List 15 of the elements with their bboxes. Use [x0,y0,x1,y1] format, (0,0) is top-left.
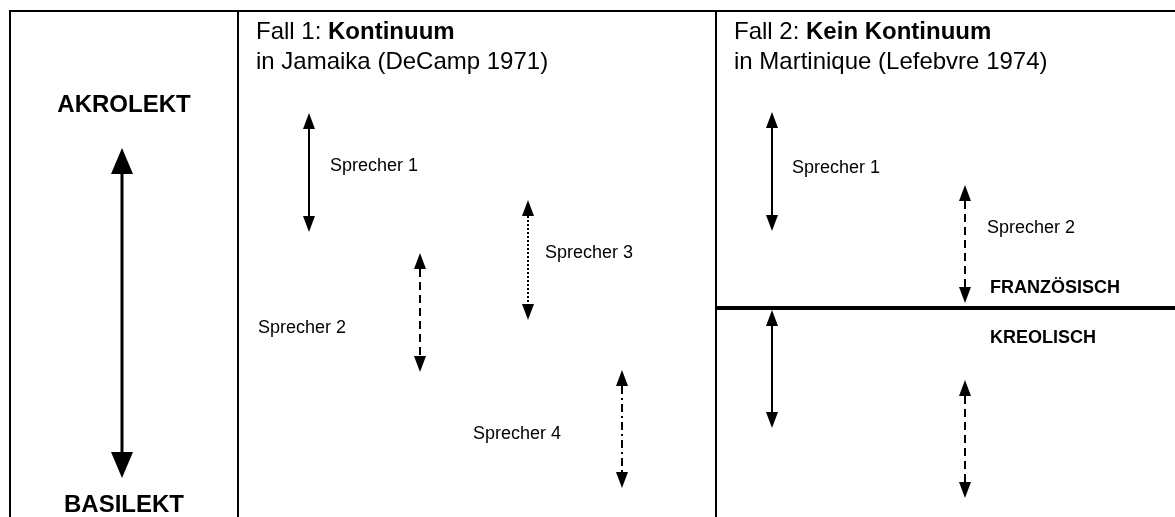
speaker-label: Sprecher 3 [545,241,634,263]
table-column [9,10,239,517]
column-heading: in Jamaika (DeCamp 1971) [256,46,549,76]
language-label: KREOLISCH [990,326,1096,348]
speaker-label: Sprecher 2 [987,216,1076,238]
scale-label: AKROLEKT [56,90,192,118]
speaker-label: Sprecher 2 [258,316,347,338]
column-heading: Fall 1: Kontinuum [256,16,455,46]
scale-label: BASILEKT [63,490,185,517]
speaker-label: Sprecher 1 [330,154,419,176]
column-heading: Fall 2: Kein Kontinuum [734,16,992,46]
speaker-label: Sprecher 4 [473,422,562,444]
speaker-label: Sprecher 1 [792,156,881,178]
language-label: FRANZÖSISCH [990,276,1120,298]
column-heading: in Martinique (Lefebvre 1974) [734,46,1048,76]
